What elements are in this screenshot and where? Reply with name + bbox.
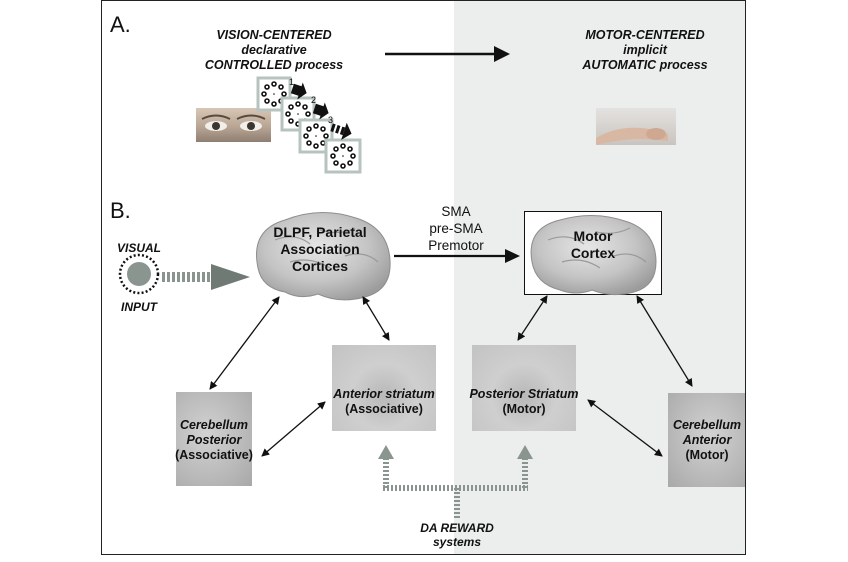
connection-arrows — [209, 295, 693, 457]
visual-label: VISUAL — [116, 241, 161, 255]
motor-posterior-striatum-arrow — [517, 295, 548, 341]
label-line: Association — [280, 241, 360, 257]
label-line: Cerebellum — [672, 418, 742, 432]
eyes-photo — [196, 108, 271, 142]
label-line: Motor — [573, 228, 613, 244]
posterior-striatum-label: Posterior Striatum (Motor) — [462, 387, 586, 417]
sequence-number-2: 2 — [311, 95, 316, 105]
da-reward-arrows — [378, 445, 533, 518]
dlpf-label: DLPF, Parietal Association Cortices — [270, 224, 370, 275]
anterior-striatum-mri — [332, 345, 436, 431]
cerebellum-posterior-label: Cerebellum Posterior (Associative) — [170, 418, 258, 463]
label-line: Posterior Striatum — [469, 387, 579, 401]
visual-input-arrow — [162, 264, 250, 290]
heading-line: declarative — [241, 43, 307, 57]
arm-photo-art — [596, 127, 668, 145]
cerebellum-anterior-label: Cerebellum Anterior (Motor) — [668, 418, 746, 463]
section-b-label: B. — [110, 198, 131, 223]
sequence-arrows — [290, 82, 352, 140]
motor-cortex-brain-image — [530, 214, 657, 296]
heading-line: CONTROLLED process — [204, 58, 344, 72]
section-a-label: A. — [110, 12, 131, 37]
input-label: INPUT — [121, 300, 157, 314]
heading-line: implicit — [623, 43, 667, 57]
sequence-number-1: 1 — [289, 77, 294, 87]
motor-cerebellum-anterior-arrow — [636, 295, 693, 387]
label-line: pre-SMA — [429, 221, 483, 236]
label-line: (Motor) — [685, 448, 729, 462]
label-line: SMA — [441, 204, 471, 219]
motor-centered-heading: MOTOR-CENTERED implicit AUTOMATIC proces… — [580, 28, 710, 73]
sma-label: SMA pre-SMA Premotor — [414, 203, 498, 254]
dlpf-anterior-striatum-arrow — [362, 296, 390, 341]
da-reward-label: DA REWARD systems — [404, 521, 510, 549]
label-line: Anterior striatum — [333, 387, 435, 401]
cortical-transfer-arrow — [394, 249, 520, 263]
label-line: Anterior — [682, 433, 732, 447]
label-line: Premotor — [428, 238, 484, 253]
arm-photo — [596, 108, 676, 145]
motor-cortex-label: Motor Cortex — [558, 228, 628, 262]
eyes-photo-art — [201, 114, 266, 131]
anterior-striatum-cerebellum-arrow — [261, 401, 326, 457]
label-line: Cortices — [291, 258, 349, 274]
label-line: systems — [432, 535, 482, 549]
heading-line: MOTOR-CENTERED — [585, 28, 705, 42]
label-line: Cortex — [570, 245, 616, 261]
sequence-box-4 — [324, 138, 362, 174]
label-line: (Motor) — [502, 402, 546, 416]
label-line: DA REWARD — [420, 521, 494, 535]
anterior-striatum-label: Anterior striatum (Associative) — [329, 387, 439, 417]
dlpf-cerebellum-posterior-arrow — [209, 296, 280, 390]
label-line: (Associative) — [175, 448, 253, 462]
sequence-number-3: 3 — [328, 115, 333, 125]
cerebellum-anterior-image — [668, 393, 745, 487]
label-line: (Associative) — [345, 402, 423, 416]
posterior-striatum-mri — [472, 345, 576, 431]
label-line: Posterior — [186, 433, 242, 447]
posterior-striatum-cerebellum-arrow — [587, 399, 663, 457]
heading-line: VISION-CENTERED — [216, 28, 332, 42]
vision-centered-heading: VISION-CENTERED declarative CONTROLLED p… — [204, 28, 344, 73]
dlpf-brain-image — [256, 211, 391, 301]
process-transition-arrow — [385, 46, 510, 62]
heading-line: AUTOMATIC process — [582, 58, 708, 72]
label-line: DLPF, Parietal — [273, 224, 367, 240]
visual-input-icon — [118, 253, 160, 295]
cerebellum-posterior-image — [176, 392, 252, 486]
label-line: Cerebellum — [179, 418, 249, 432]
